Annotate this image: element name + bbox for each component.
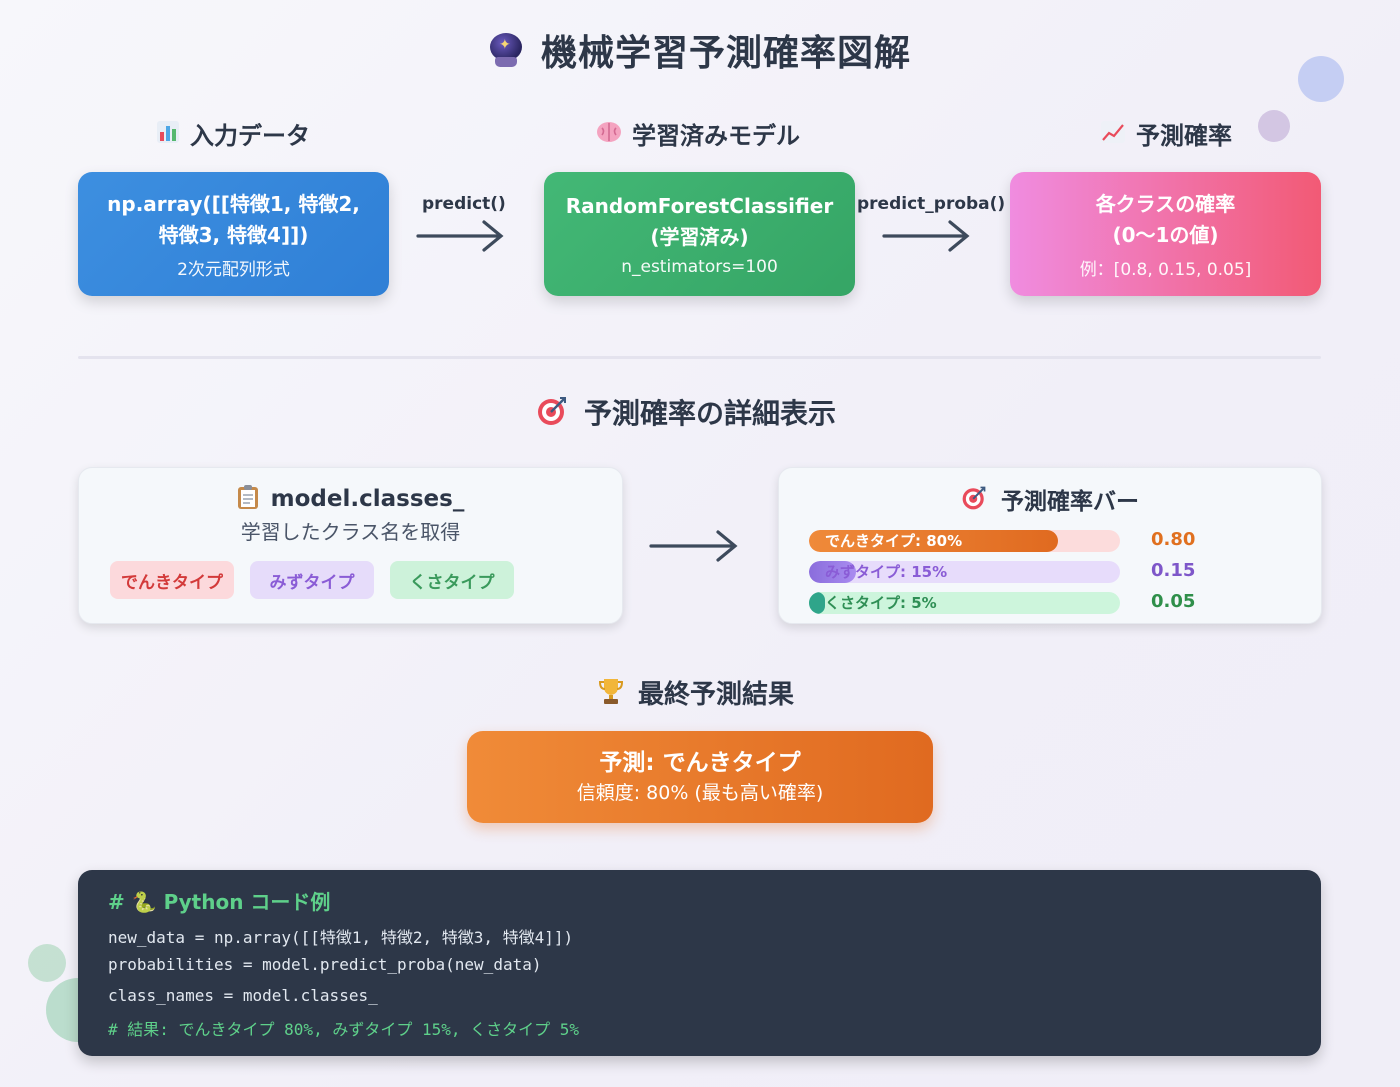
target-icon (536, 395, 568, 430)
classes-card-subtitle: 学習したクラス名を取得 (240, 520, 461, 544)
predict-label: predict() (422, 194, 506, 214)
model-sub: n_estimators=100 (621, 257, 778, 277)
classes-card-title: model.classes_ (79, 484, 622, 513)
probability-bar: みずタイプ: 15% (809, 561, 1120, 583)
input-data-box: np.array([[特徴1, 特徴2, 特徴3, 特徴4]]) 2次元配列形式 (78, 172, 389, 296)
input-heading: 入力データ (156, 116, 310, 151)
model-line-1: RandomForestClassifier (565, 194, 834, 218)
classes-card: model.classes_ 学習したクラス名を取得 でんきタイプ みずタイプ … (78, 467, 623, 624)
code-comment-line: # 結果: でんきタイプ 80%, みずタイプ 15%, くさタイプ 5% (108, 1020, 580, 1039)
final-heading: 最終予測結果 (598, 674, 794, 711)
brain-icon (596, 120, 622, 147)
detail-heading-text: 予測確率の詳細表示 (584, 397, 837, 430)
probability-bar: でんきタイプ: 80% (809, 530, 1120, 552)
page-title-text: 機械学習予測確率図解 (540, 33, 911, 74)
output-box: 各クラスの確率 (0〜1の値) 例：[0.8, 0.15, 0.05] (1010, 172, 1321, 296)
final-heading-text: 最終予測結果 (638, 680, 795, 710)
final-confidence: 信頼度: 80% (最も高い確率) (576, 782, 824, 804)
final-prediction: 予測: でんきタイプ (599, 750, 801, 776)
trophy-icon (598, 677, 624, 708)
bar-value: 0.15 (1151, 560, 1196, 581)
model-heading: 学習済みモデル (596, 116, 800, 151)
output-line-1: 各クラスの確率 (1095, 191, 1236, 216)
bar-fill (809, 561, 856, 583)
arrow-right-icon (416, 220, 504, 252)
section-divider (78, 356, 1321, 359)
arrow-right-icon (649, 530, 738, 562)
model-heading-text: 学習済みモデル (632, 122, 800, 150)
code-block: # 🐍 Python コード例 new_data = np.array([[特徴… (78, 870, 1321, 1056)
code-line: probabilities = model.predict_proba(new_… (108, 955, 542, 974)
bar-value: 0.80 (1151, 529, 1196, 550)
trend-chart-icon (1100, 120, 1126, 147)
probability-bars-card: 予測確率バー でんきタイプ: 80% 0.80 みずタイプ: 15% 0.15 … (778, 467, 1322, 624)
output-heading: 予測確率 (1100, 116, 1232, 151)
output-sub: 例：[0.8, 0.15, 0.05] (1079, 259, 1252, 280)
decor-bubble (1298, 56, 1344, 102)
model-line-2: (学習済み) (650, 225, 749, 249)
bar-value: 0.05 (1151, 591, 1196, 612)
bar-fill (809, 592, 825, 614)
bars-card-title: 予測確率バー (779, 482, 1321, 516)
bar-label: でんきタイプ: 80% (825, 532, 963, 550)
crystal-ball-icon: ✦ (489, 33, 523, 67)
output-heading-text: 予測確率 (1136, 122, 1232, 150)
model-box: RandomForestClassifier (学習済み) n_estimato… (544, 172, 855, 296)
code-header: # 🐍 Python コード例 (108, 890, 331, 914)
target-icon (961, 485, 987, 514)
bar-label: みずタイプ: 15% (825, 563, 948, 581)
bar-chart-icon (156, 120, 180, 147)
arrow-right-icon (882, 220, 970, 252)
class-tag: みずタイプ (250, 561, 374, 599)
page-title: ✦ 機械学習予測確率図解 (0, 24, 1400, 76)
output-line-2: (0〜1の値) (1112, 222, 1219, 247)
class-tag: でんきタイプ (110, 561, 234, 599)
code-line: new_data = np.array([[特徴1, 特徴2, 特徴3, 特徴4… (108, 928, 574, 947)
code-line: class_names = model.classes_ (108, 986, 378, 1005)
input-line-2: 特徴3, 特徴4]]) (158, 222, 309, 247)
detail-heading: 予測確率の詳細表示 (536, 392, 836, 432)
probability-bar: くさタイプ: 5% (809, 592, 1120, 614)
bars-card-title-text: 予測確率バー (1001, 489, 1139, 515)
class-tag: くさタイプ (390, 561, 514, 599)
final-result-box: 予測: でんきタイプ 信頼度: 80% (最も高い確率) (467, 731, 933, 823)
classes-card-title-text: model.classes_ (270, 485, 465, 512)
predict-proba-label: predict_proba() (857, 194, 1006, 214)
decor-bubble (28, 944, 66, 982)
input-heading-text: 入力データ (190, 122, 310, 150)
bar-fill (809, 530, 1058, 552)
input-sub: 2次元配列形式 (177, 259, 290, 280)
bar-label: くさタイプ: 5% (825, 594, 937, 612)
decor-bubble (1258, 110, 1290, 142)
clipboard-icon (237, 484, 259, 513)
input-line-1: np.array([[特徴1, 特徴2, (107, 191, 360, 216)
